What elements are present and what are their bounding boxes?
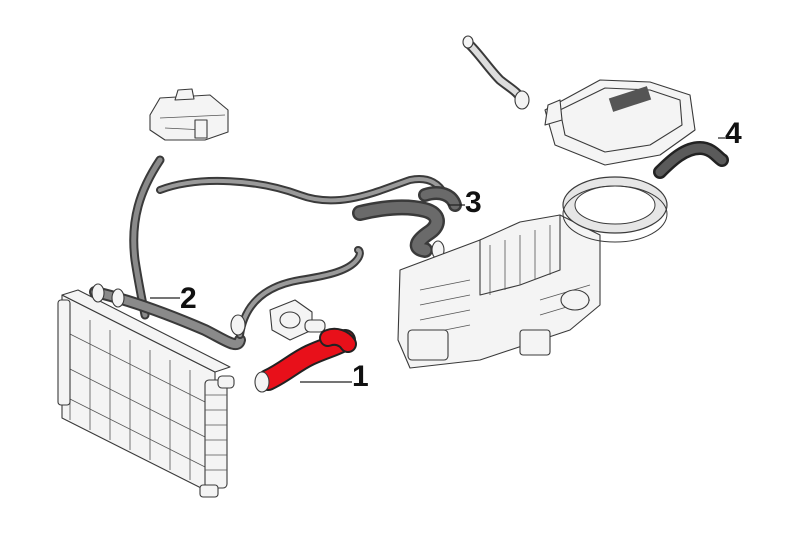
air-filter-housing xyxy=(462,35,696,166)
radiator xyxy=(57,289,235,498)
callout-2: 2 xyxy=(150,282,197,315)
callout-3: 3 xyxy=(448,186,482,219)
callout-4: 4 xyxy=(718,117,742,150)
return-hose xyxy=(156,175,449,339)
hose-1-highlighted xyxy=(254,327,357,393)
air-filter-element xyxy=(562,176,668,243)
heater-unit xyxy=(397,214,601,369)
callout-3-label: 3 xyxy=(465,186,482,219)
hose-2 xyxy=(89,155,246,351)
callout-4-label: 4 xyxy=(725,117,742,150)
callout-1-label: 1 xyxy=(352,360,369,393)
callout-2-label: 2 xyxy=(180,282,197,315)
hose-4 xyxy=(653,140,729,179)
expansion-tank xyxy=(149,88,229,141)
hose-3 xyxy=(352,186,462,260)
callout-1: 1 xyxy=(300,360,369,393)
thermostat-housing xyxy=(230,299,326,341)
